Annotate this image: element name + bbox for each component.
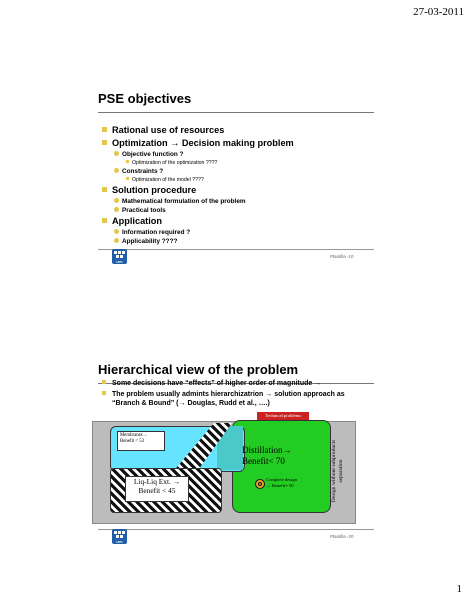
subsub-bullet-item: Optimization of the model ???? bbox=[126, 177, 204, 183]
round-bullet-icon bbox=[114, 207, 119, 212]
bullet-item: Application bbox=[102, 216, 162, 226]
footer-divider bbox=[98, 249, 374, 250]
square-bullet-icon bbox=[102, 140, 107, 145]
sub-bullet-item: Information required ? bbox=[114, 229, 190, 236]
square-bullet-icon bbox=[102, 218, 107, 223]
square-bullet-icon bbox=[102, 187, 107, 192]
round-bullet-icon bbox=[114, 198, 119, 203]
distillation-region bbox=[232, 420, 331, 513]
complete-design-label: Complete design → Benefit= 50 bbox=[266, 477, 298, 488]
page-date: 27-03-2011 bbox=[413, 6, 464, 18]
slide-footer-label: Plantilla -10 bbox=[330, 254, 354, 259]
upc-logo: UPC bbox=[112, 249, 127, 264]
sub-bullet-item: Constraints ? bbox=[114, 168, 163, 175]
slide-title: PSE objectives bbox=[98, 91, 192, 106]
subsub-bullet-item: Optimization of the optimization ???? bbox=[126, 160, 217, 166]
sub-bullet-item: Objective function ? bbox=[114, 151, 183, 158]
square-bullet-icon bbox=[102, 127, 107, 132]
complete-design-marker-icon bbox=[255, 479, 265, 489]
sub-bullet-item: Mathematical formulation of the problem bbox=[114, 198, 246, 205]
bullet-continuation: “Branch & Bound” (→ Douglas, Rudd et al.… bbox=[112, 400, 270, 407]
round-bullet-icon bbox=[114, 238, 119, 243]
sub-bullet-item: Practical tools bbox=[114, 207, 166, 214]
membranes-label: Membranes→ Benefit < 53 bbox=[117, 431, 165, 451]
upc-logo: UPC bbox=[112, 529, 127, 544]
title-divider bbox=[98, 112, 374, 113]
small-square-bullet-icon bbox=[126, 160, 129, 163]
bullet-item: Rational use of resources bbox=[102, 125, 224, 135]
slide-pse-objectives: PSE objectives Rational use of resources… bbox=[92, 81, 382, 267]
title-divider bbox=[98, 383, 374, 384]
footer-divider bbox=[98, 529, 374, 530]
square-bullet-icon bbox=[102, 380, 106, 384]
bullet-item: Optimization → Decision making problem bbox=[102, 138, 294, 148]
small-square-bullet-icon bbox=[126, 177, 129, 180]
slide-title: Hierarchical view of the problem bbox=[98, 362, 299, 377]
square-bullet-icon bbox=[102, 391, 106, 395]
bullet-item: The problem usually admints hierarchizat… bbox=[102, 390, 345, 399]
page-number: 1 bbox=[456, 583, 463, 595]
slide-footer-label: Plantilla -20 bbox=[330, 534, 354, 539]
round-bullet-icon bbox=[114, 151, 119, 156]
liq-liq-label: Liq-Liq Ext. → Benefit < 45 bbox=[125, 476, 189, 502]
distillation-label: Distillation→ Benefit< 70 bbox=[242, 445, 292, 466]
bullet-item: Some decisions have “effects” of higher … bbox=[102, 379, 321, 388]
round-bullet-icon bbox=[114, 229, 119, 234]
round-bullet-icon bbox=[114, 168, 119, 173]
slide-hierarchical-view: Hierarchical view of the problem Some de… bbox=[92, 362, 382, 551]
design-without-subproducts-label: Design without subproducts separation bbox=[331, 439, 344, 503]
technical-problems-label: Technical problems bbox=[257, 412, 309, 420]
sub-bullet-item: Applicability ???? bbox=[114, 238, 177, 245]
bullet-item: Solution procedure bbox=[102, 185, 196, 195]
